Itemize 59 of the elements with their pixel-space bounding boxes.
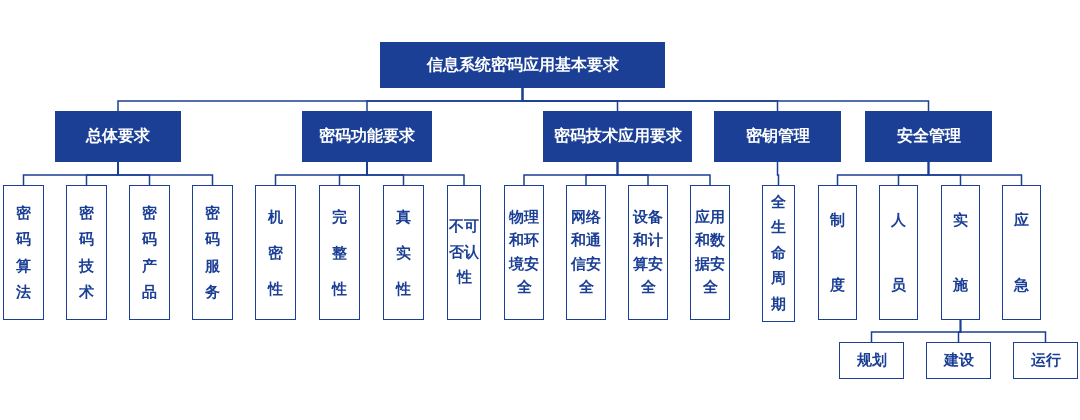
item-box (447, 185, 481, 320)
category-box (543, 111, 692, 162)
node-label: 机密性 (268, 206, 283, 300)
item-box (628, 185, 668, 320)
item-box (192, 185, 233, 320)
item-box (1002, 185, 1041, 320)
connector-line (117, 161, 214, 186)
node-label: 网络和通信安全 (571, 207, 601, 298)
node-label: 人员 (891, 210, 906, 296)
connector-line (959, 319, 1047, 343)
node-label: 实施 (953, 210, 968, 296)
node-label: 完整性 (332, 206, 347, 300)
connector-line (366, 161, 465, 186)
item-box (879, 185, 918, 320)
category-box (302, 111, 432, 162)
category-box (55, 111, 181, 162)
node-label: 全生命周期 (771, 191, 786, 315)
item-box (839, 342, 904, 379)
node-label: 密码算法 (16, 203, 31, 303)
node-label: 应用和数据安全 (695, 207, 725, 298)
connector-line (927, 161, 1023, 186)
node-label: 密码功能要求 (319, 126, 415, 147)
connector-line (776, 161, 780, 186)
node-label: 建设 (943, 351, 974, 370)
connector-line (616, 161, 711, 186)
node-label: 密码技术 (79, 203, 94, 303)
node-label: 物理和环境安全 (509, 207, 539, 298)
item-box (383, 185, 424, 320)
item-box (690, 185, 730, 320)
node-label: 总体要求 (86, 126, 150, 147)
node-label: 制度 (830, 210, 845, 296)
node-label: 规划 (856, 351, 887, 370)
node-label: 设备和计算安全 (633, 207, 663, 298)
node-label: 安全管理 (896, 126, 961, 147)
item-box (818, 185, 857, 320)
item-box (1013, 342, 1078, 379)
node-label: 信息系统密码应用基本要求 (426, 54, 619, 76)
node-label: 密码技术应用要求 (553, 126, 682, 147)
category-box (380, 42, 665, 88)
item-box (129, 185, 170, 320)
item-box (941, 185, 980, 320)
item-box (255, 185, 296, 320)
item-box (762, 185, 795, 322)
item-box (926, 342, 991, 379)
node-label: 密码服务 (205, 203, 220, 303)
node-label: 密钥管理 (745, 126, 810, 147)
item-box (319, 185, 360, 320)
node-label: 不可否认性 (449, 216, 479, 289)
item-box (3, 185, 44, 320)
node-label: 应急 (1014, 210, 1029, 296)
category-box (865, 111, 992, 162)
node-label: 运行 (1030, 351, 1061, 370)
node-label: 真实性 (396, 206, 411, 300)
category-box (714, 111, 841, 162)
node-label: 密码产品 (142, 203, 157, 303)
connector-line (521, 87, 930, 112)
item-box (66, 185, 107, 320)
item-box (566, 185, 606, 320)
item-box (504, 185, 544, 320)
